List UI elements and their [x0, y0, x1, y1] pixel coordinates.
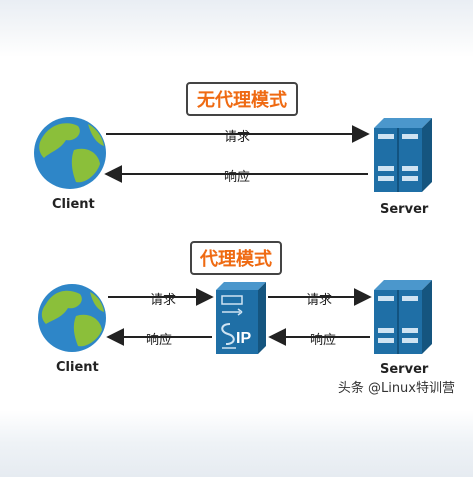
server-rack-icon-proxy	[374, 280, 432, 354]
server-caption: Server	[380, 202, 429, 217]
client-caption-proxy: Client	[56, 360, 99, 375]
globe-icon	[34, 117, 106, 189]
response-label-left: 响应	[146, 333, 173, 348]
request-label-right: 请求	[306, 293, 333, 308]
globe-icon-proxy	[38, 284, 106, 352]
request-label-left: 请求	[150, 293, 177, 308]
client-caption: Client	[52, 197, 95, 212]
proxy-server-icon: IP	[216, 282, 266, 354]
server-caption-proxy: Server	[380, 362, 429, 377]
request-label: 请求	[224, 130, 251, 145]
proxy-ip-text: IP	[236, 330, 251, 347]
proxy-title: 代理模式	[190, 241, 282, 275]
no-proxy-title: 无代理模式	[186, 82, 298, 116]
server-rack-icon	[374, 118, 432, 192]
response-label-right: 响应	[310, 333, 337, 348]
response-label: 响应	[224, 170, 251, 185]
watermark-text: 头条 @Linux特训营	[337, 381, 455, 396]
